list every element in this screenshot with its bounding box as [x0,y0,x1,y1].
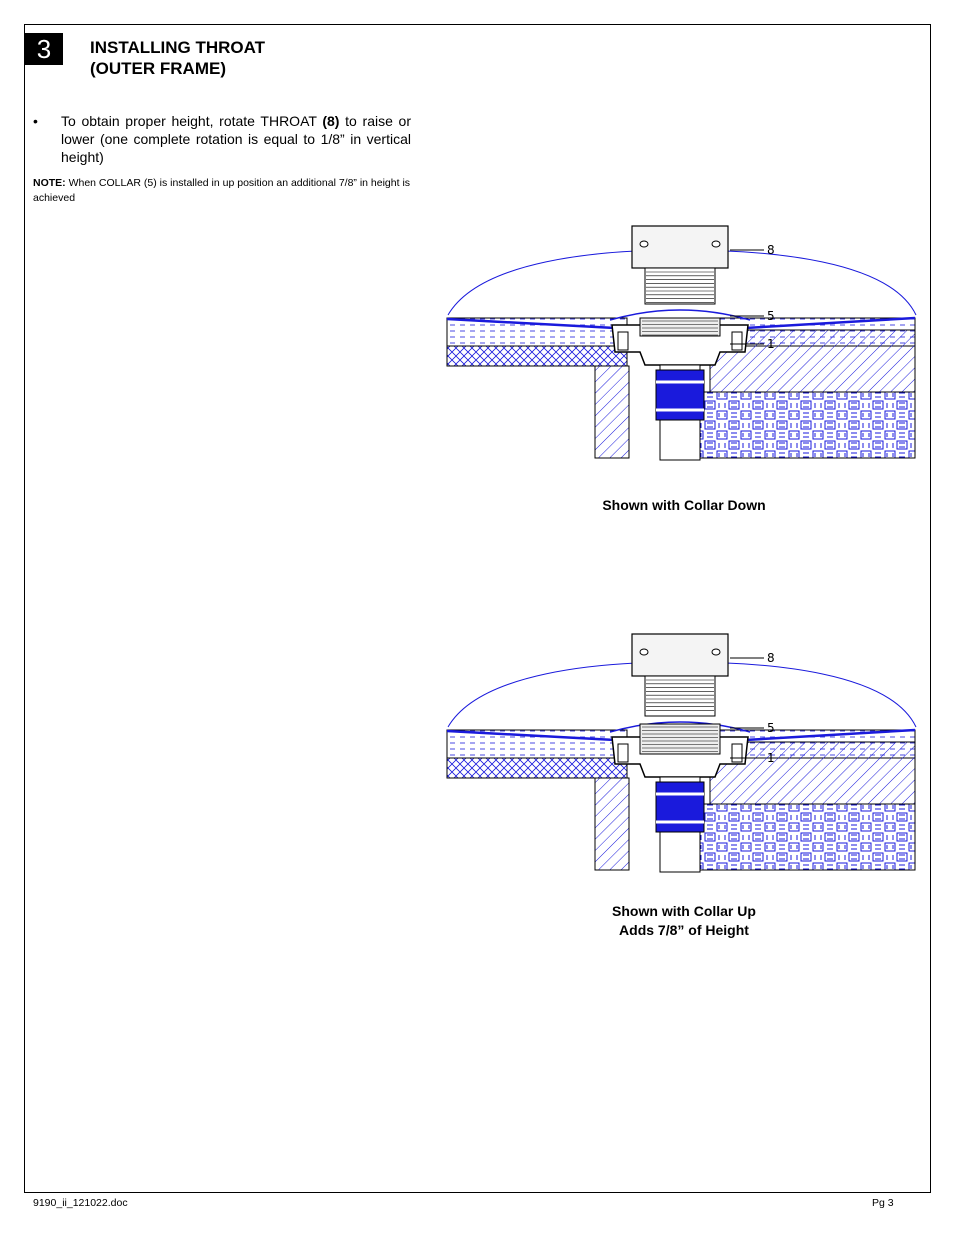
bullet-dot: • [33,113,38,129]
slab-left-top [446,729,628,759]
bullet-text-post: to raise or lower (one complete rotation… [61,113,412,165]
slab-left-top [446,317,628,347]
bullet-text-pre: To obtain proper height, rotate THROAT [61,113,323,129]
diagram-collar-up: 8 5 1 [446,633,917,873]
diagram-collar-down: 8 5 1 [446,225,917,461]
callout-label: 5 [767,309,775,323]
clamp-bolt-right [731,743,743,763]
instruction-bullet: • To obtain proper height, rotate THROAT… [33,112,411,166]
throat-threads [644,267,716,305]
support-column [594,365,630,459]
title-line-2: (OUTER FRAME) [90,59,226,78]
collar [639,723,721,755]
throat-screw-left [639,240,649,248]
support-column [594,777,630,871]
membrane-right [744,316,916,330]
callout-label: 8 [767,243,775,257]
slab-left-bottom [446,345,628,367]
callout-label: 1 [767,337,775,351]
bullet-text: To obtain proper height, rotate THROAT (… [61,112,411,166]
footer-page-number: Pg 3 [872,1197,894,1209]
clamp-bolt-left [617,743,629,763]
throat-screw-right [711,240,721,248]
callout-label: 1 [767,751,775,765]
callout-label: 8 [767,651,775,665]
membrane-right [744,728,916,742]
footer-doc-id: 9190_ii_121022.doc [33,1197,128,1209]
note: NOTE: When COLLAR (5) is installed in up… [33,176,411,206]
pipe-coupling [655,781,705,833]
note-text: When COLLAR (5) is installed in up posit… [33,177,411,204]
pipe-coupling [655,369,705,421]
clamp-bolt-left [617,331,629,351]
block-wall [699,803,916,871]
throat-screw-left [639,648,649,656]
throat-threads [644,675,716,717]
clamp-bolt-right [731,331,743,351]
caption-collar-down: Shown with Collar Down [534,496,834,515]
throat-screw-right [711,648,721,656]
block-wall [699,391,916,459]
step-number-badge: 3 [25,33,63,65]
membrane-left [446,317,616,330]
throat-frame [631,225,729,269]
caption-collar-up: Shown with Collar Up Adds 7/8” of Height [534,902,834,940]
caption-line-1: Shown with Collar Up [612,903,756,919]
note-label: NOTE: [33,177,66,189]
caption-line-2: Adds 7/8” of Height [619,922,749,938]
bullet-text-bold: (8) [322,113,340,129]
membrane-left [446,729,616,742]
callout-label: 5 [767,721,775,735]
page-frame [24,24,931,1193]
slab-left-bottom [446,757,628,779]
section-title: INSTALLING THROAT (OUTER FRAME) [90,37,265,79]
caption-line-1: Shown with Collar Down [602,497,766,513]
title-line-1: INSTALLING THROAT [90,38,266,57]
